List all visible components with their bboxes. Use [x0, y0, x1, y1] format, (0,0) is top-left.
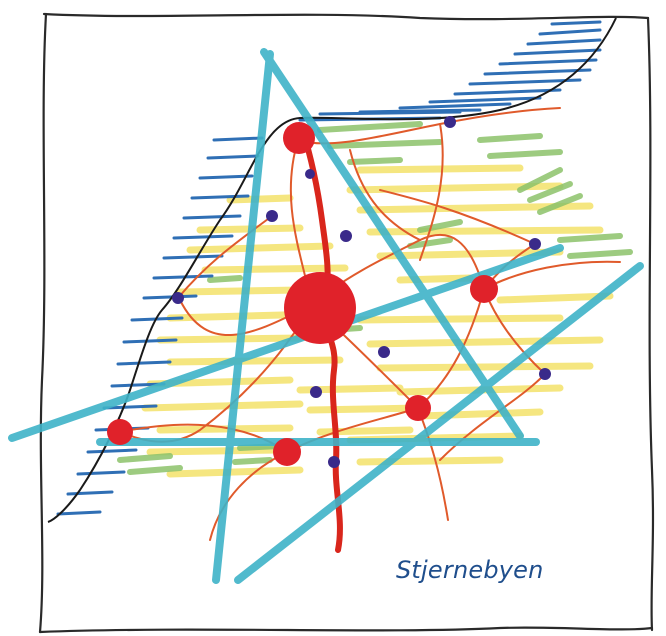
city-centre-southeast: [405, 395, 431, 421]
city-centre-west: [107, 419, 133, 445]
city-centre-south: [273, 438, 301, 466]
city-centre-north: [283, 122, 315, 154]
city-centre-east: [470, 275, 498, 303]
sketch-caption: Stjernebyen: [396, 556, 544, 584]
city-centre-main: [284, 272, 356, 344]
